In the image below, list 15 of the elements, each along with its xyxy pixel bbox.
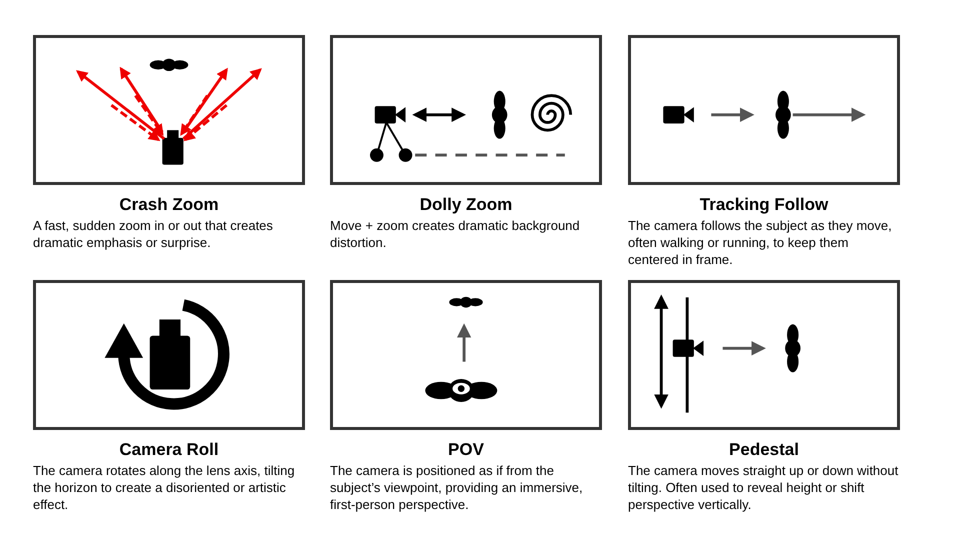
shot-description: A fast, sudden zoom in or out that creates dramatic emphasis or surprise.	[33, 217, 274, 251]
shot-title: Dolly Zoom	[418, 195, 514, 215]
shot-type-card	[33, 35, 305, 251]
shot-description: The camera is positioned as if from the subject’s viewpoint, providing an immersive, first-person perspective.	[330, 462, 584, 513]
shot-title: Pedestal	[728, 440, 800, 460]
shot-title: Crash Zoom	[118, 195, 220, 215]
shot-description: The camera moves straight up or down without tilting. Often used to reveal height or shift perspective vertically.	[628, 462, 900, 513]
shot-description: Move + zoom creates dramatic background distortion.	[330, 217, 581, 251]
shot-type-card	[628, 280, 900, 513]
shot-title: Camera Roll	[118, 440, 220, 460]
shot-title: POV	[447, 440, 485, 460]
shot-description: The camera follows the subject as they move, often walking or running, to keep them centered in frame.	[628, 217, 893, 268]
shot-type-card	[330, 280, 602, 513]
shot-description: The camera rotates along the lens axis, tilting the horizon to create a disoriented or artistic effect.	[33, 462, 296, 513]
shot-title: Tracking Follow	[698, 195, 830, 215]
